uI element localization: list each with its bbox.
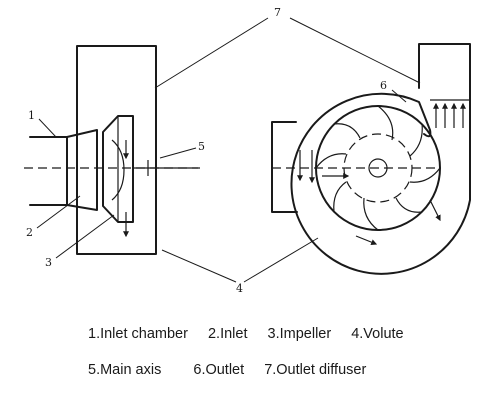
front-view — [271, 43, 471, 275]
label-4: 4 — [236, 282, 243, 295]
volute-scroll — [290, 92, 471, 275]
legend-row-1: 1.Inlet chamber 2.Inlet 3.Impeller 4.Vol… — [88, 326, 420, 342]
legend-item: 7.Outlet diffuser — [264, 362, 367, 378]
centrifugal-fan-diagram: 1 2 3 4 5 6 7 — [24, 6, 471, 295]
inlet-cone — [66, 129, 98, 211]
outlet-diffuser — [418, 43, 471, 141]
label-2: 2 — [26, 226, 33, 239]
inlet-chamber — [29, 136, 68, 206]
label-7: 7 — [274, 6, 281, 19]
legend-item: 5.Main axis — [88, 362, 162, 378]
leader-lines — [36, 17, 421, 283]
side-view — [24, 45, 200, 255]
legend-item: 2.Inlet — [207, 326, 248, 342]
label-3: 3 — [45, 256, 52, 269]
legend-row-2: 5.Main axis 6.Outlet 7.Outlet diffuser — [88, 362, 382, 378]
volute-side-casing — [76, 45, 157, 255]
legend-item: 4.Volute — [351, 326, 404, 342]
label-5: 5 — [198, 140, 205, 153]
label-1: 1 — [28, 109, 35, 122]
label-6: 6 — [380, 79, 387, 92]
legend-item: 1.Inlet chamber — [88, 326, 188, 342]
inlet-duct — [271, 121, 298, 213]
legend-item: 3.Impeller — [267, 326, 332, 342]
legend-item: 6.Outlet — [193, 362, 245, 378]
